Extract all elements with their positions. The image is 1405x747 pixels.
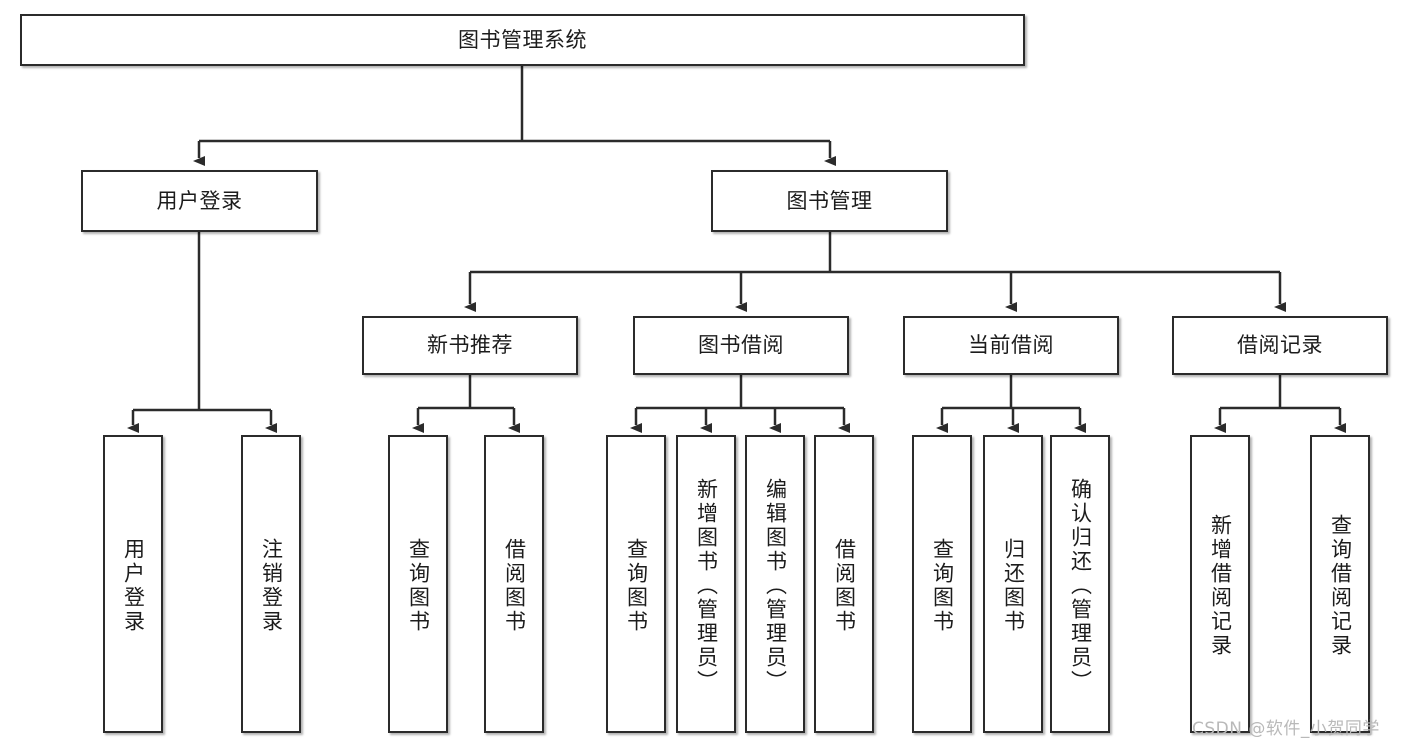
node-leaf-return-book-label: 归还图书 <box>1001 538 1026 634</box>
node-leaf-user-logout-label: 注销登录 <box>259 538 284 634</box>
edge-currentborrow-to-leaves <box>936 375 1086 433</box>
node-leaf-add-book-label: 新增图书（管理员） <box>694 478 719 694</box>
node-root-label: 图书管理系统 <box>458 27 587 52</box>
node-borrow-record[interactable]: 借阅记录 <box>1172 316 1388 375</box>
node-new-book-rec-label: 新书推荐 <box>427 333 513 358</box>
node-leaf-return-book[interactable]: 归还图书 <box>983 435 1043 733</box>
node-book-manage-label: 图书管理 <box>786 188 873 213</box>
node-user-login-label: 用户登录 <box>156 188 243 213</box>
edge-root-to-level2 <box>193 66 836 166</box>
node-leaf-user-logout[interactable]: 注销登录 <box>241 435 301 733</box>
node-leaf-confirm-return[interactable]: 确认归还（管理员） <box>1050 435 1110 733</box>
node-borrow-record-label: 借阅记录 <box>1237 333 1323 358</box>
edge-bookmanage-to-level3 <box>464 232 1286 312</box>
node-current-borrow-label: 当前借阅 <box>968 333 1054 358</box>
node-book-manage[interactable]: 图书管理 <box>711 170 948 232</box>
edge-borrowrecord-to-leaves <box>1214 375 1346 433</box>
node-leaf-add-borrow-record-label: 新增借阅记录 <box>1208 514 1233 658</box>
node-root[interactable]: 图书管理系统 <box>20 14 1025 66</box>
node-leaf-user-login[interactable]: 用户登录 <box>103 435 163 733</box>
node-leaf-query-book-cur-label: 查询图书 <box>930 538 955 634</box>
node-leaf-borrow-book[interactable]: 借阅图书 <box>814 435 874 733</box>
node-leaf-query-book-rec-label: 查询图书 <box>406 538 431 634</box>
node-leaf-query-book-borrow-label: 查询图书 <box>624 538 649 634</box>
node-leaf-add-borrow-record[interactable]: 新增借阅记录 <box>1190 435 1250 733</box>
node-leaf-query-book-cur[interactable]: 查询图书 <box>912 435 972 733</box>
node-leaf-borrow-book-rec[interactable]: 借阅图书 <box>484 435 544 733</box>
node-leaf-user-login-label: 用户登录 <box>121 538 146 634</box>
node-leaf-query-borrow-record[interactable]: 查询借阅记录 <box>1310 435 1370 733</box>
node-leaf-edit-book[interactable]: 编辑图书（管理员） <box>745 435 805 733</box>
node-current-borrow[interactable]: 当前借阅 <box>903 316 1119 375</box>
node-user-login[interactable]: 用户登录 <box>81 170 318 232</box>
node-book-borrow[interactable]: 图书借阅 <box>633 316 849 375</box>
edge-newbookrec-to-leaves <box>412 375 520 433</box>
node-leaf-borrow-book-rec-label: 借阅图书 <box>502 538 527 634</box>
edge-userlogin-to-leaves <box>127 232 277 433</box>
node-leaf-query-book-rec[interactable]: 查询图书 <box>388 435 448 733</box>
edge-bookborrow-to-leaves <box>630 375 850 433</box>
node-leaf-edit-book-label: 编辑图书（管理员） <box>763 478 788 694</box>
node-leaf-confirm-return-label: 确认归还（管理员） <box>1068 478 1093 694</box>
csdn-watermark: CSDN @软件_小贺同学 <box>1192 719 1380 739</box>
node-book-borrow-label: 图书借阅 <box>698 333 784 358</box>
node-leaf-add-book[interactable]: 新增图书（管理员） <box>676 435 736 733</box>
node-leaf-borrow-book-label: 借阅图书 <box>832 538 857 634</box>
node-new-book-rec[interactable]: 新书推荐 <box>362 316 578 375</box>
node-leaf-query-borrow-record-label: 查询借阅记录 <box>1328 514 1353 658</box>
node-leaf-query-book-borrow[interactable]: 查询图书 <box>606 435 666 733</box>
